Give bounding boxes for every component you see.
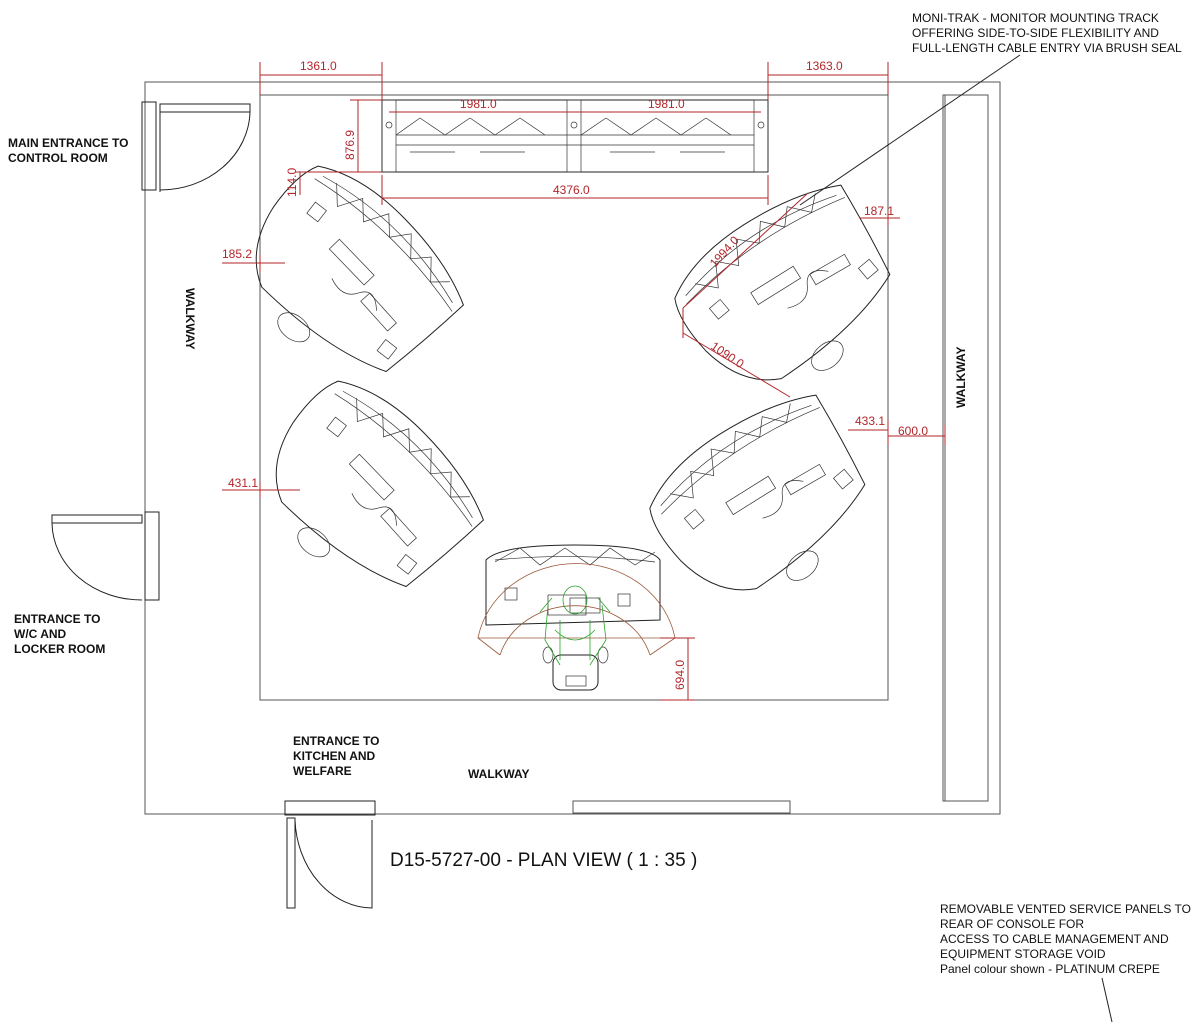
console-top-left — [214, 148, 486, 412]
kitchen-entrance-door — [284, 800, 376, 909]
walkway-left-label: WALKWAY — [183, 288, 197, 350]
wc-entrance-door — [51, 511, 160, 601]
service-panel-note-1: REMOVABLE VENTED SERVICE PANELS TO — [940, 902, 1191, 916]
service-panel-note-2: REAR OF CONSOLE FOR — [940, 917, 1084, 931]
dim-desk-gap-top: 114.0 — [285, 168, 299, 197]
wc-entrance-label-2: W/C AND — [14, 627, 67, 641]
dim-right-mid-offset: 433.1 — [855, 414, 885, 428]
kitchen-entrance-label-3: WELFARE — [293, 764, 352, 778]
operator-figure — [539, 585, 611, 666]
dim-left-mid-offset: 431.1 — [228, 476, 258, 490]
dim-track-total: 4376.0 — [553, 183, 590, 197]
dim-left-desk-offset: 185.2 — [222, 247, 252, 261]
moni-trak-note-1: MONI-TRAK - MONITOR MOUNTING TRACK — [912, 11, 1159, 25]
bottom-wall-panel — [572, 800, 791, 814]
dim-chair-clearance: 694.0 — [673, 660, 687, 690]
dim-track-depth: 876.9 — [343, 130, 357, 160]
room-outline — [144, 81, 1001, 815]
service-panel-note-4: EQUIPMENT STORAGE VOID — [940, 947, 1106, 961]
wc-entrance-label-1: ENTRANCE TO — [14, 612, 100, 626]
console-mid-left — [234, 363, 506, 627]
dim-top-right-gap: 1363.0 — [806, 59, 843, 73]
console-center — [477, 544, 676, 691]
main-entrance-label-1: MAIN ENTRANCE TO — [8, 136, 128, 150]
service-panel-leader — [1101, 977, 1113, 1022]
moni-trak-note-3: FULL-LENGTH CABLE ENTRY VIA BRUSH SEAL — [912, 41, 1182, 55]
kitchen-entrance-label-2: KITCHEN AND — [293, 749, 376, 763]
moni-trak-note-2: OFFERING SIDE-TO-SIDE FLEXIBILITY AND — [912, 26, 1159, 40]
dim-top-left-gap: 1361.0 — [300, 59, 337, 73]
wc-entrance-label-3: LOCKER ROOM — [14, 642, 105, 656]
dim-walkway-width: 600.0 — [898, 424, 928, 438]
dim-right-desk-width: 1090.0 — [708, 339, 747, 371]
main-entrance-label-2: CONTROL ROOM — [8, 151, 108, 165]
walkway-right-label: WALKWAY — [954, 346, 968, 408]
console-mid-right — [632, 368, 903, 634]
main-entrance-door — [141, 101, 251, 192]
service-panel-note-5: Panel colour shown - PLATINUM CREPE — [940, 962, 1160, 976]
kitchen-entrance-label-1: ENTRANCE TO — [293, 734, 379, 748]
service-panel-note-3: ACCESS TO CABLE MANAGEMENT AND — [940, 932, 1169, 946]
walkway-bottom-label: WALKWAY — [468, 767, 530, 781]
moni-trak-leader — [799, 54, 1021, 206]
dim-track-left-span: 1981.0 — [460, 97, 497, 111]
dimension-lines — [222, 62, 946, 701]
moni-trak-track — [381, 99, 769, 173]
dim-track-right-span: 1981.0 — [648, 97, 685, 111]
dim-right-desk-offset: 187.1 — [864, 204, 894, 218]
right-wall-panel — [942, 94, 989, 802]
inner-console-zone — [259, 94, 889, 701]
drawing-title: D15-5727-00 - PLAN VIEW ( 1 : 35 ) — [390, 850, 697, 871]
